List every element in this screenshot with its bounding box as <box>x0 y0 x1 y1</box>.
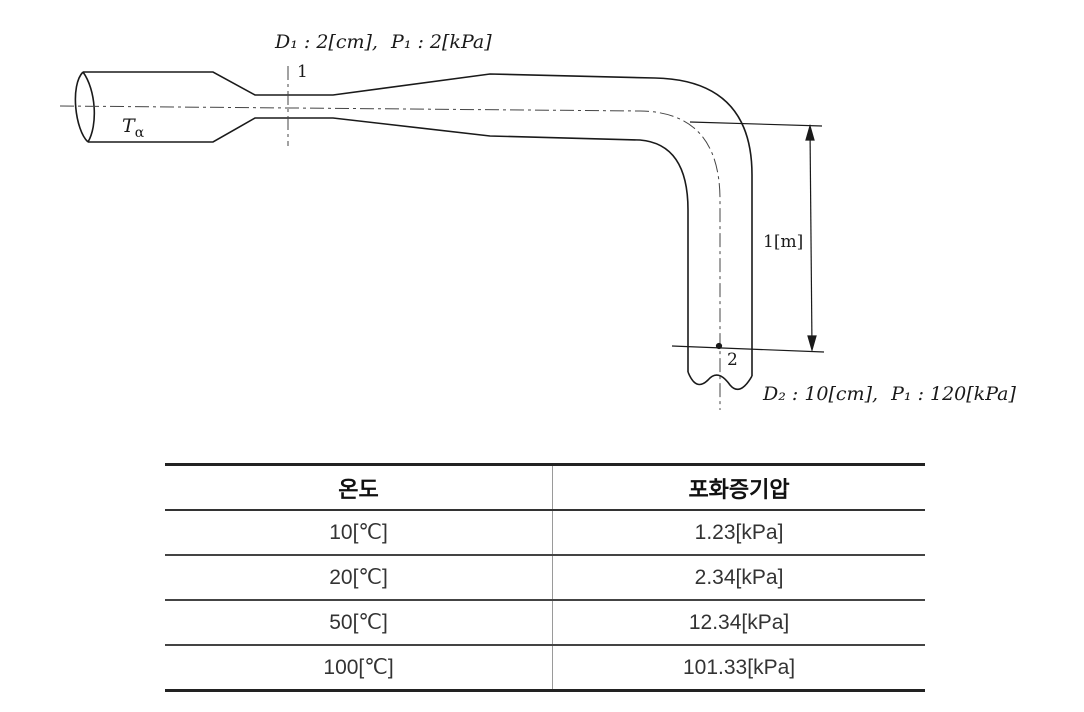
height-label: 1[m] <box>763 232 803 252</box>
inlet-pipe-break <box>74 71 96 143</box>
temperature-label: Tα <box>122 115 145 141</box>
inlet-pipe-top-wall <box>83 71 753 376</box>
table-row: 100[℃] 101.33[kPa] <box>165 645 925 691</box>
pipe-diagram: D₁ : 2[cm], P₁ : 2[kPa] 1 Tα 1[m] 2 D₂ :… <box>59 31 1016 410</box>
cell-temperature: 10[℃] <box>165 510 554 555</box>
cell-temperature: 20[℃] <box>165 555 554 600</box>
vapor-pressure-table: 온도 포화증기압 10[℃] 1.23[kPa] 20[℃] 2.34[kPa]… <box>165 463 925 692</box>
height-arrow-down <box>807 335 817 353</box>
header-vapor-pressure: 포화증기압 <box>688 476 790 502</box>
header-temperature: 온도 <box>165 464 554 510</box>
height-ref-top <box>689 121 823 127</box>
table-row: 20[℃] 2.34[kPa] <box>165 555 925 600</box>
section-2-marker: 2 <box>727 350 738 370</box>
table-row: 50[℃] 12.34[kPa] <box>165 600 925 645</box>
inlet-conditions-label: D₁ : 2[cm], P₁ : 2[kPa] <box>274 31 492 53</box>
vapor-pressure-table-container: 온도 포화증기압 10[℃] 1.23[kPa] 20[℃] 2.34[kPa]… <box>165 463 925 692</box>
inlet-pipe-bottom-wall <box>88 117 689 372</box>
height-arrow-up <box>805 123 815 141</box>
height-ref-bottom <box>671 345 825 353</box>
height-dimension-line <box>809 127 813 349</box>
cell-vapor-pressure: 101.33[kPa] <box>683 655 796 679</box>
table-header-row: 온도 포화증기압 <box>165 464 925 510</box>
cell-temperature: 50[℃] <box>165 600 554 645</box>
section-1-marker: 1 <box>297 62 308 82</box>
cell-vapor-pressure: 2.34[kPa] <box>694 565 784 589</box>
pipe-centerline <box>59 105 721 410</box>
cell-temperature: 100[℃] <box>165 645 554 691</box>
cell-vapor-pressure: 1.23[kPa] <box>694 520 784 544</box>
outlet-conditions-label: D₂ : 10[cm], P₁ : 120[kPa] <box>762 383 1016 405</box>
outlet-pipe-break <box>687 371 753 391</box>
table-row: 10[℃] 1.23[kPa] <box>165 510 925 555</box>
cell-vapor-pressure: 12.34[kPa] <box>688 610 790 634</box>
section-2-point <box>715 342 723 350</box>
